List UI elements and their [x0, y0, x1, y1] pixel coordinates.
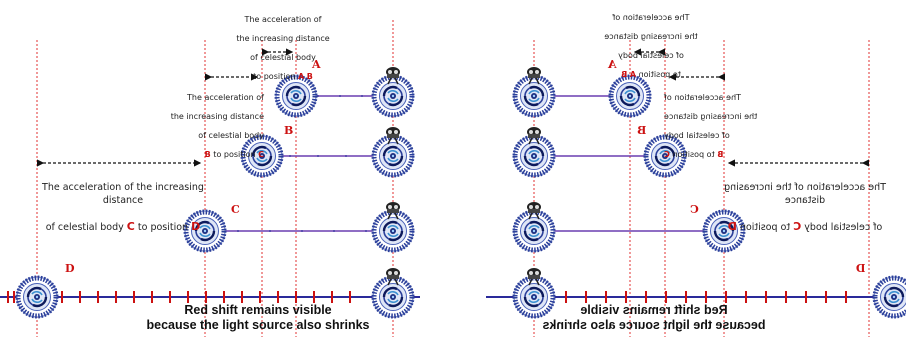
mirrored-label-b: B — [637, 124, 647, 137]
note-line: The acceleration of the increasing dista… — [724, 182, 886, 206]
footer-line-1: Red shift remains visible — [580, 303, 728, 317]
distance-arrows — [37, 48, 294, 167]
footer-line-2: because the light source also shrinks — [146, 318, 370, 332]
axis-ticks — [565, 291, 847, 303]
label-from: C — [793, 220, 802, 233]
label-from: C — [126, 220, 135, 233]
galaxy-d — [17, 277, 57, 317]
distance-arrows — [633, 48, 869, 167]
note-line: The acceleration of — [612, 12, 690, 22]
mirrored-footer-caption: Red shift remains visible because the li… — [504, 303, 804, 333]
note-line: the increasing distance — [604, 31, 698, 41]
label-from: B — [204, 149, 211, 159]
observer-galaxy-3 — [373, 202, 413, 251]
label-to: B — [306, 71, 313, 81]
note-line: of celestial body — [45, 222, 127, 233]
note-line: The acceleration of — [664, 92, 741, 102]
galaxy-a — [276, 76, 316, 116]
note-line: the increasing distance — [236, 33, 330, 43]
note-line: to position — [636, 69, 681, 79]
note-line: of celestial body — [618, 50, 684, 60]
footer-line-1: Red shift remains visible — [184, 303, 332, 317]
footer-caption: Red shift remains visible because the li… — [108, 303, 408, 333]
mirrored-label-c: C — [690, 203, 699, 216]
note-line: The acceleration of the increasing dista… — [42, 182, 204, 206]
label-to: C — [258, 149, 264, 159]
observer-galaxy-3 — [514, 202, 554, 251]
beam-dots — [237, 95, 367, 232]
mirrored-note-c-to-d: The acceleration of the increasing dista… — [712, 168, 898, 234]
galaxy-d — [874, 277, 906, 317]
label-d: D — [65, 262, 75, 275]
note-c-to-d: The acceleration of the increasing dista… — [30, 168, 216, 234]
observer-galaxy-2 — [373, 127, 413, 176]
note-line: the increasing distance — [664, 111, 758, 121]
label-to: D — [727, 220, 737, 233]
note-line: the increasing distance — [170, 111, 264, 121]
mirrored-label-a: A — [608, 58, 617, 71]
label-c: C — [231, 203, 240, 216]
label-from: A — [297, 71, 305, 81]
note-a-to-b: The acceleration of the increasing dista… — [228, 5, 338, 81]
label-to: B — [621, 69, 628, 79]
right-panel-mirrored — [486, 40, 906, 337]
observer-galaxy-2 — [514, 127, 554, 176]
label-to: C — [664, 149, 670, 159]
mirrored-note-b-to-c: The acceleration of the increasing dista… — [664, 83, 760, 159]
note-line: of celestial body — [664, 130, 730, 140]
mirrored-label-d: D — [856, 262, 866, 275]
note-mid: to position — [134, 222, 192, 233]
observer-galaxy-1 — [514, 67, 554, 116]
note-b-to-c: The acceleration of the increasing dista… — [168, 83, 264, 159]
label-to: D — [191, 220, 201, 233]
axis-ticks — [7, 291, 351, 303]
note-line: of celestial body — [198, 130, 264, 140]
observer-galaxy-1 — [373, 67, 413, 116]
galaxy-a — [610, 76, 650, 116]
note-line: The acceleration of — [244, 14, 322, 24]
left-panel — [0, 20, 420, 337]
note-mid: to position — [210, 149, 259, 159]
label-a: A — [312, 58, 321, 71]
label-from: B — [717, 149, 724, 159]
footer-line-2: because the light source also shrinks — [542, 318, 766, 332]
note-mid: to position — [736, 222, 794, 233]
note-mid: to position — [669, 149, 718, 159]
note-line: The acceleration of — [187, 92, 264, 102]
note-line: to position — [253, 71, 298, 81]
note-line: of celestial body — [801, 222, 883, 233]
label-from: A — [629, 69, 637, 79]
note-line: of celestial body — [250, 52, 316, 62]
label-b: B — [284, 124, 294, 137]
